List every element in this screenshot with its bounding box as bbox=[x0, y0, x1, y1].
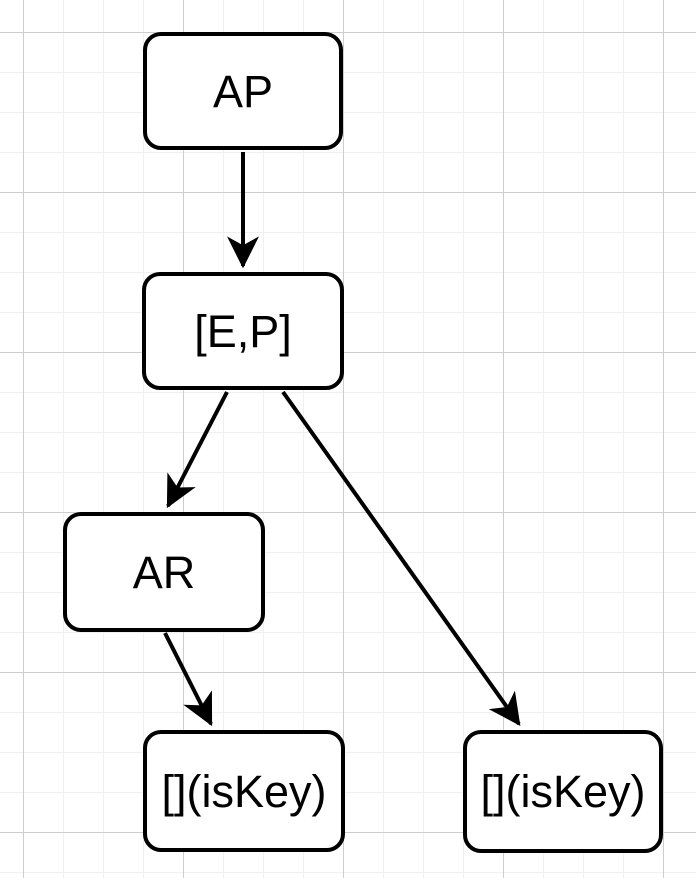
node-ar[interactable]: AR bbox=[63, 512, 265, 632]
node-ap[interactable]: AP bbox=[143, 32, 343, 150]
node-iskey-right[interactable]: [](isKey) bbox=[463, 730, 663, 853]
node-iskey-left[interactable]: [](isKey) bbox=[143, 730, 345, 852]
node-ar-label: AR bbox=[132, 546, 196, 598]
node-ap-label: AP bbox=[212, 65, 274, 117]
node-ep[interactable]: [E,P] bbox=[142, 272, 344, 390]
node-iskey-right-label: [](isKey) bbox=[480, 766, 646, 817]
edge-ep-to-iskey-right[interactable] bbox=[281, 390, 521, 726]
node-ep-label: [E,P] bbox=[194, 305, 292, 357]
edge-ep-to-ar[interactable] bbox=[166, 391, 229, 509]
node-iskey-left-label: [](isKey) bbox=[161, 765, 327, 817]
edge-ar-to-iskey-left[interactable] bbox=[163, 632, 213, 727]
